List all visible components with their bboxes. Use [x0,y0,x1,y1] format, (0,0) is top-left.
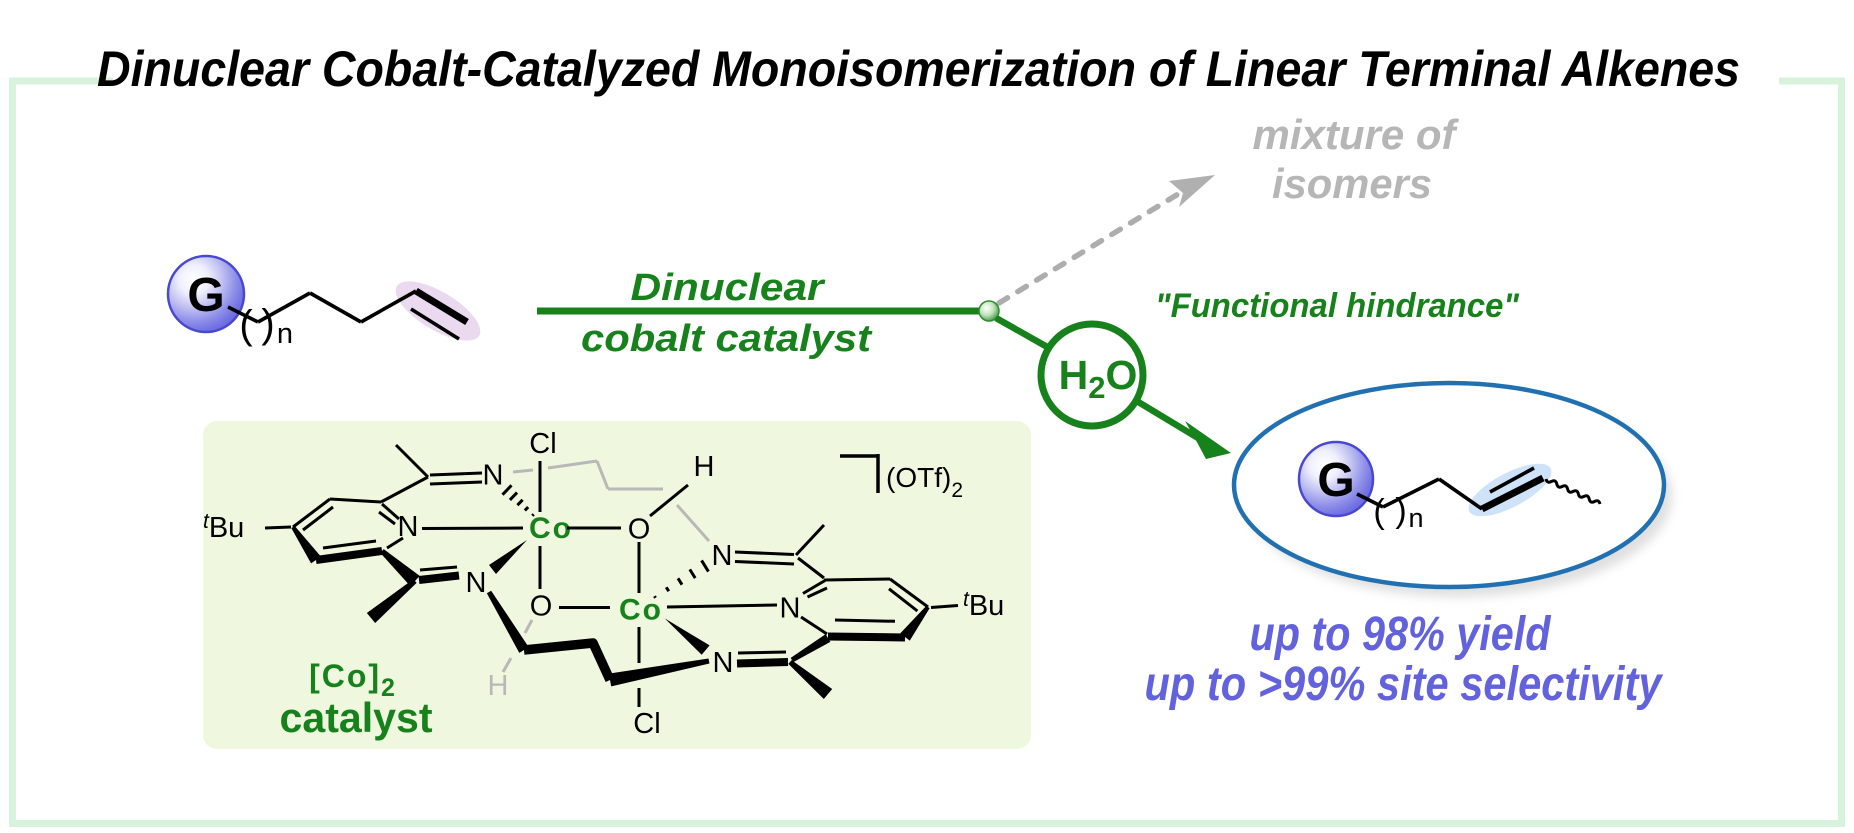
svg-text:N: N [712,540,733,572]
svg-text:N: N [398,511,419,543]
svg-text:N: N [466,567,487,599]
svg-text:mixture of: mixture of [1253,111,1460,158]
svg-text:up to >99% site selectivity: up to >99% site selectivity [1145,658,1664,711]
svg-text:G: G [1317,454,1354,507]
svg-text:isomers: isomers [1272,160,1432,207]
svg-text:O: O [530,591,553,623]
svg-text:(: ( [239,303,253,347]
svg-text:): ) [1395,492,1406,530]
svg-text:H: H [488,670,509,702]
svg-text:Dinuclear Cobalt-Catalyzed Mon: Dinuclear Cobalt-Catalyzed Monoisomeriza… [97,41,1740,97]
svg-text:cobalt catalyst: cobalt catalyst [581,318,872,360]
svg-text:G: G [187,269,224,322]
svg-text:Co: Co [529,512,573,545]
svg-text:catalyst: catalyst [280,694,433,741]
svg-text:O: O [628,514,651,546]
svg-text:Co: Co [619,594,663,627]
svg-text:N: N [483,460,504,492]
svg-text:up to 98% yield: up to 98% yield [1250,608,1552,661]
svg-text:): ) [261,302,274,346]
svg-text:H: H [694,451,715,483]
svg-text:tBu: tBu [203,510,244,544]
svg-text:Cl: Cl [633,708,660,740]
svg-text:(: ( [1373,493,1385,531]
svg-text:tBu: tBu [963,588,1004,622]
svg-text:Cl: Cl [529,428,556,460]
svg-text:n: n [277,318,293,350]
svg-text:N: N [713,647,734,679]
svg-text:"Functional hindrance": "Functional hindrance" [1155,287,1520,325]
svg-text:n: n [1408,503,1423,533]
svg-text:N: N [780,593,801,625]
svg-text:Dinuclear: Dinuclear [631,267,826,309]
